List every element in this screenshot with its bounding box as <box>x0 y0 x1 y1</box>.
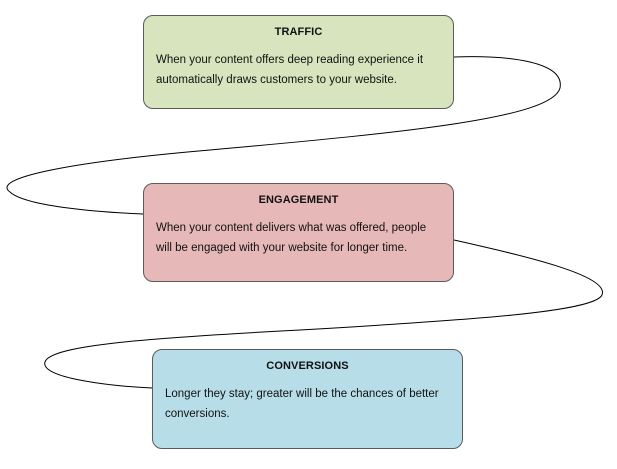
conversions-description: Longer they stay; greater will be the ch… <box>165 388 439 420</box>
connector-curve-traffic-to-engagement <box>6 56 561 215</box>
conversions-box: CONVERSIONS Longer they stay; greater wi… <box>152 349 463 449</box>
connector-curve-engagement-to-conversions <box>44 239 603 389</box>
engagement-title: ENGAGEMENT <box>258 194 339 206</box>
engagement-box: ENGAGEMENT When your content delivers wh… <box>143 183 454 282</box>
traffic-description: When your content offers deep reading ex… <box>156 54 424 86</box>
engagement-description: When your content delivers what was offe… <box>156 222 427 254</box>
traffic-title: TRAFFIC <box>274 26 323 38</box>
traffic-box: TRAFFIC When your content offers deep re… <box>143 15 454 109</box>
conversions-title: CONVERSIONS <box>266 360 349 372</box>
